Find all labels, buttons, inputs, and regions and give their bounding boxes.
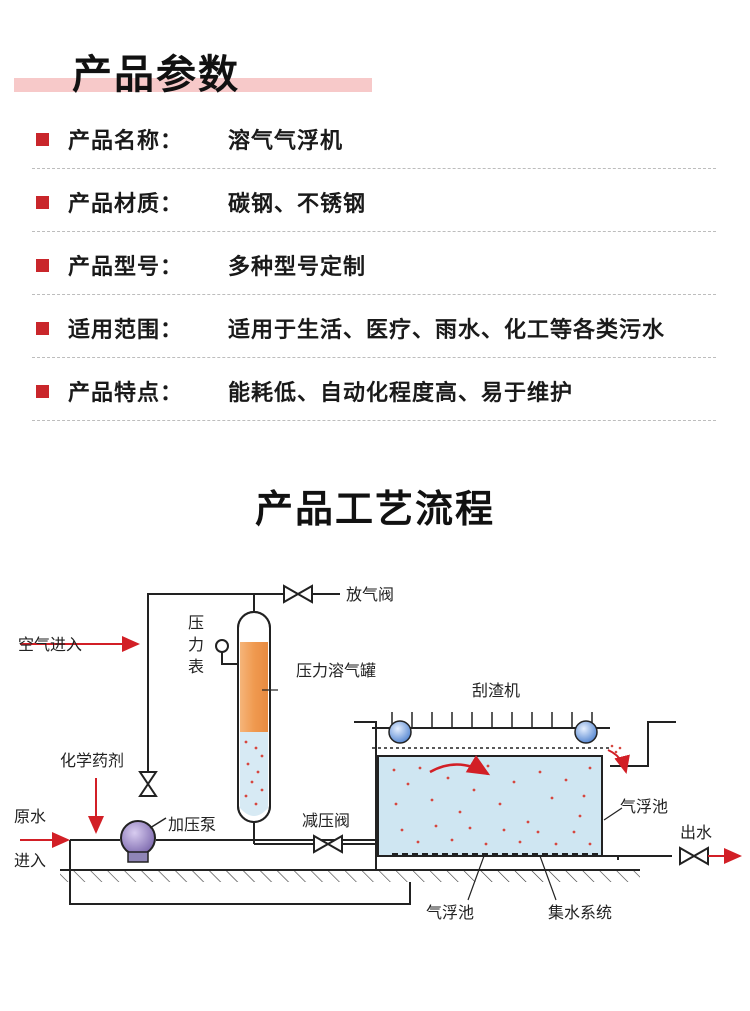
label-tank: 压力溶气罐 — [296, 661, 376, 680]
param-label: 产品型号： — [68, 255, 184, 280]
label-scraper: 刮渣机 — [472, 681, 520, 700]
label-collection: 集水系统 — [548, 903, 612, 922]
bullet-icon — [36, 196, 49, 209]
pressure-gauge-icon — [215, 639, 238, 665]
process-flow-diagram: 放气阀 空气进入 压 力 表 压力溶气罐 刮渣机 化学药剂 原水 进入 加压泵 … — [14, 584, 742, 922]
label-air-in: 空气进入 — [18, 635, 82, 654]
label-vent-valve: 放气阀 — [346, 585, 394, 604]
flotation-tank — [354, 721, 676, 871]
params-list: 产品名称： 溶气气浮机 产品材质： 碳钢、不锈钢 产品型号： 多种型号定制 适用… — [32, 106, 716, 421]
outlet-valve-icon — [679, 846, 742, 866]
label-gauge-1: 压 — [188, 613, 204, 632]
pressure-pump-icon — [120, 817, 167, 863]
title-highlight-bar — [14, 78, 372, 92]
params-section-title: 产品参数 — [72, 52, 240, 98]
label-flotation-right: 气浮池 — [620, 797, 668, 816]
label-gauge-3: 表 — [188, 657, 204, 676]
param-label: 适用范围： — [68, 318, 184, 343]
param-label: 产品特点： — [68, 381, 184, 406]
leader-lines — [467, 807, 623, 901]
param-row-name: 产品名称： 溶气气浮机 — [32, 106, 716, 169]
param-value: 多种型号定制 — [228, 255, 367, 280]
scraper-machine — [372, 712, 630, 774]
label-raw-water-2: 进入 — [14, 851, 46, 870]
label-gauge-2: 力 — [188, 635, 204, 654]
param-value: 溶气气浮机 — [228, 129, 344, 154]
pressure-tank — [237, 611, 314, 845]
param-value: 适用于生活、医疗、雨水、化工等各类污水 — [228, 318, 666, 343]
label-raw-water-1: 原水 — [14, 807, 46, 826]
param-label: 产品名称： — [68, 129, 184, 154]
label-reducing-valve: 减压阀 — [302, 811, 350, 830]
param-value: 能耗低、自动化程度高、易于维护 — [228, 381, 574, 406]
bullet-icon — [36, 133, 49, 146]
param-row-model: 产品型号： 多种型号定制 — [32, 232, 716, 295]
bubbles — [392, 764, 592, 846]
bullet-icon — [36, 385, 49, 398]
label-outlet: 出水 — [680, 823, 712, 842]
bullet-icon — [36, 322, 49, 335]
bullet-icon — [36, 259, 49, 272]
param-value: 碳钢、不锈钢 — [228, 192, 367, 217]
param-label: 产品材质： — [68, 192, 184, 217]
label-pump: 加压泵 — [168, 815, 216, 834]
param-row-scope: 适用范围： 适用于生活、医疗、雨水、化工等各类污水 — [32, 295, 716, 358]
label-flotation-bottom: 气浮池 — [426, 903, 474, 922]
param-row-material: 产品材质： 碳钢、不锈钢 — [32, 169, 716, 232]
air-valve-icon — [138, 771, 158, 797]
vent-valve-icon — [283, 584, 313, 604]
params-section-header: 产品参数 — [14, 36, 374, 98]
flow-section-title: 产品工艺流程 — [254, 487, 495, 531]
label-chemical: 化学药剂 — [60, 751, 124, 770]
param-row-features: 产品特点： 能耗低、自动化程度高、易于维护 — [32, 358, 716, 421]
